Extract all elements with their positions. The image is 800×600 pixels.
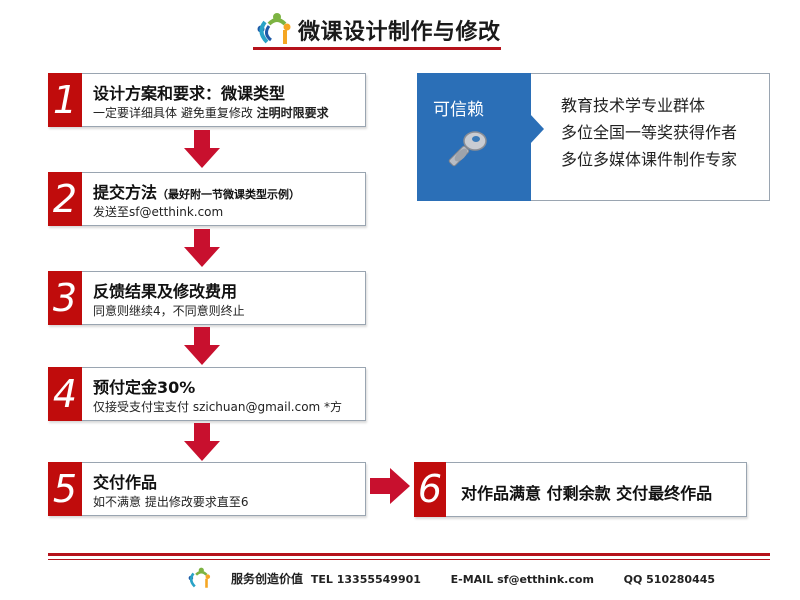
step-subtitle: 发送至sf@etthink.com <box>93 205 224 219</box>
header-logo-icon <box>255 12 295 46</box>
header-divider <box>253 47 501 50</box>
footer-tel: 13355549901 <box>336 573 421 586</box>
footer-logo-icon <box>187 566 213 590</box>
right-arrow-icon <box>370 468 410 504</box>
step-number: 5 <box>48 462 82 516</box>
key-icon <box>448 131 487 167</box>
step-title: 交付作品 <box>93 473 158 492</box>
step-subtitle: 仅接受支付宝支付 szichuan@gmail.com *方 <box>93 400 343 414</box>
step-5-box: 5 交付作品 如不满意 提出修改要求直至6 <box>48 462 366 516</box>
footer-slogan: 服务创造价值 <box>231 572 304 586</box>
step-title: 提交方法（最好附一节微课类型示例） <box>93 183 301 202</box>
step-title: 预付定金30% <box>93 378 196 397</box>
step-number: 4 <box>48 367 82 421</box>
step-number: 6 <box>414 462 446 517</box>
footer-divider-thin <box>48 559 770 560</box>
trust-item: 多位全国一等奖获得作者 <box>561 123 738 142</box>
step-subtitle: 一定要详细具体 避免重复修改 注明时限要求 <box>93 106 329 120</box>
trust-item: 教育技术学专业群体 <box>561 96 706 115</box>
trust-label-block: 可信赖 <box>417 73 531 201</box>
step-number: 3 <box>48 271 82 325</box>
step-6-box: 6 对作品满意 付剩余款 交付最终作品 <box>414 462 747 517</box>
down-arrow-icon <box>184 229 220 267</box>
step-2-box: 2 提交方法（最好附一节微课类型示例） 发送至sf@etthink.com <box>48 172 366 226</box>
page-title: 微课设计制作与修改 <box>298 20 501 45</box>
footer-email: sf@etthink.com <box>497 573 594 586</box>
step-title: 反馈结果及修改费用 <box>93 282 238 301</box>
step-1-box: 1 设计方案和要求：微课类型 一定要详细具体 避免重复修改 注明时限要求 <box>48 73 366 127</box>
step-4-box: 4 预付定金30% 仅接受支付宝支付 szichuan@gmail.com *方 <box>48 367 366 421</box>
step-subtitle: 同意则继续4，不同意则终止 <box>93 304 245 318</box>
trust-item: 多位多媒体课件制作专家 <box>561 150 738 169</box>
trust-pointer <box>530 114 544 144</box>
down-arrow-icon <box>184 130 220 168</box>
step-number: 1 <box>48 73 82 127</box>
step-3-box: 3 反馈结果及修改费用 同意则继续4，不同意则终止 <box>48 271 366 325</box>
step-number: 2 <box>48 172 82 226</box>
trust-panel: 可信赖 教育技术学专业群体 多位全国一等奖获得作者 多位多媒体课件制作专家 <box>417 73 770 201</box>
step-title: 设计方案和要求：微课类型 <box>93 84 286 103</box>
footer-divider-thick <box>48 553 770 556</box>
trust-label: 可信赖 <box>433 100 484 120</box>
footer-qq: 510280445 <box>646 573 716 586</box>
step-subtitle: 如不满意 提出修改要求直至6 <box>93 495 249 509</box>
trust-list: 教育技术学专业群体 多位全国一等奖获得作者 多位多媒体课件制作专家 <box>561 92 737 173</box>
step-title: 对作品满意 付剩余款 交付最终作品 <box>461 484 713 503</box>
down-arrow-icon <box>184 327 220 365</box>
down-arrow-icon <box>184 423 220 461</box>
footer-contact: 服务创造价值 TEL 13355549901 E-MAIL sf@etthink… <box>231 572 716 586</box>
